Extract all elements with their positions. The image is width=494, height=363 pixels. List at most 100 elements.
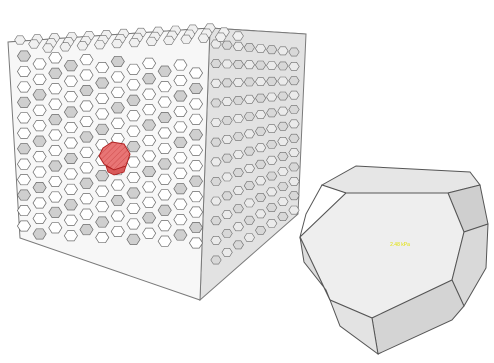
lattice-cell [64, 169, 77, 179]
lattice-side-cell [211, 99, 221, 107]
lattice-cell [17, 144, 30, 154]
lattice-cell [49, 99, 62, 109]
lattice-cell [64, 200, 77, 210]
lattice-cell [143, 58, 156, 68]
lattice-cell [80, 132, 93, 142]
lattice-cell [127, 234, 140, 244]
lattice-side-cell [255, 94, 265, 102]
lattice-cell [189, 68, 202, 78]
lattice-side-cell [233, 151, 243, 159]
lattice-cell [158, 128, 171, 138]
lattice-cell [80, 55, 93, 65]
lattice-side-cell [211, 177, 221, 185]
lattice-cell [64, 107, 77, 117]
lattice-cell [17, 82, 30, 92]
lattice-side-cell [233, 223, 243, 231]
lattice-side-cell [278, 137, 288, 145]
lattice-side-cell [267, 219, 277, 227]
lattice-cell [158, 174, 171, 184]
lattice-side-cell [267, 62, 277, 70]
lattice-cell [33, 136, 46, 146]
lattice-cell [143, 74, 156, 84]
lattice-side-cell [255, 160, 265, 168]
lattice-side-cell [267, 156, 277, 164]
lattice-cell [174, 75, 187, 85]
lattice-cell [96, 109, 109, 119]
lattice-cell [174, 91, 187, 101]
lattice-cell [111, 118, 124, 128]
lattice-side-cell [289, 163, 299, 171]
lattice-side-cell [278, 122, 288, 130]
lattice-side-cell [233, 169, 243, 177]
lattice-side-cell [244, 199, 254, 207]
lattice-cell [127, 172, 140, 182]
lattice-cell [158, 190, 171, 200]
lattice-cell [64, 153, 77, 163]
lattice-side-cell [233, 42, 243, 50]
lattice-side-cell [289, 134, 299, 142]
lattice-side-cell [222, 98, 232, 106]
lattice-cell [189, 176, 202, 186]
lattice-cell [49, 115, 62, 125]
lattice-cell [174, 230, 187, 240]
lattice-side-cell [222, 135, 232, 143]
lattice-cell [143, 182, 156, 192]
lattice-cell [158, 236, 171, 246]
lattice-side-cell [289, 48, 299, 56]
lattice-cell [189, 161, 202, 171]
lattice-side-cell [255, 127, 265, 135]
lattice-side-cell [267, 204, 277, 212]
lattice-cell [49, 176, 62, 186]
lattice-cell [189, 207, 202, 217]
lattice-cell [111, 180, 124, 190]
lattice-cell [17, 190, 30, 200]
lattice-side-cell [211, 79, 221, 87]
lattice-side-cell [289, 177, 299, 185]
lattice-side-cell [289, 120, 299, 128]
lattice-cell [33, 198, 46, 208]
lattice-side-cell [278, 62, 288, 70]
lattice-side-cell [244, 216, 254, 224]
lattice-cell [174, 168, 187, 178]
lattice-top-cell [181, 35, 192, 43]
lattice-cell [49, 130, 62, 140]
lattice-cell [33, 167, 46, 177]
lattice-cell [127, 126, 140, 136]
lattice-cell [17, 205, 30, 215]
lattice-cell [17, 66, 30, 76]
lattice-cell [158, 221, 171, 231]
lattice-side-cell [211, 217, 221, 225]
lattice-side-cell [211, 197, 221, 205]
lattice-side-cell [289, 149, 299, 157]
lattice-cell [49, 161, 62, 171]
lattice-side-cell [289, 206, 299, 214]
lattice-side-cell [244, 113, 254, 121]
lattice-cell [64, 138, 77, 148]
lattice-cell [143, 197, 156, 207]
lattice-side-cell [222, 41, 232, 49]
lattice-side-cell [211, 138, 221, 146]
lattice-side-cell [222, 154, 232, 162]
lattice-side-cell [278, 198, 288, 206]
lattice-cell [111, 56, 124, 66]
lattice-side-cell [255, 210, 265, 218]
lattice-side-cell [289, 105, 299, 113]
lattice-cell [143, 151, 156, 161]
lattice-cell [158, 143, 171, 153]
lattice-side-cell [289, 62, 299, 70]
lattice-top-cell [146, 37, 157, 46]
lattice-top-cell [60, 43, 71, 51]
lattice-cell [143, 105, 156, 115]
lattice-side-cell [289, 91, 299, 99]
lattice-cell [111, 87, 124, 97]
lattice-cell [33, 213, 46, 223]
lattice-top-cell [43, 44, 54, 52]
lattice-cell [143, 135, 156, 145]
lattice-side-cell [233, 78, 243, 86]
lattice-cell [127, 142, 140, 152]
lattice-side-cell [267, 46, 277, 54]
lattice-side-cell [278, 92, 288, 100]
lattice-cell [33, 90, 46, 100]
lattice-side-cell [244, 130, 254, 138]
lattice-side-cell [222, 173, 232, 181]
